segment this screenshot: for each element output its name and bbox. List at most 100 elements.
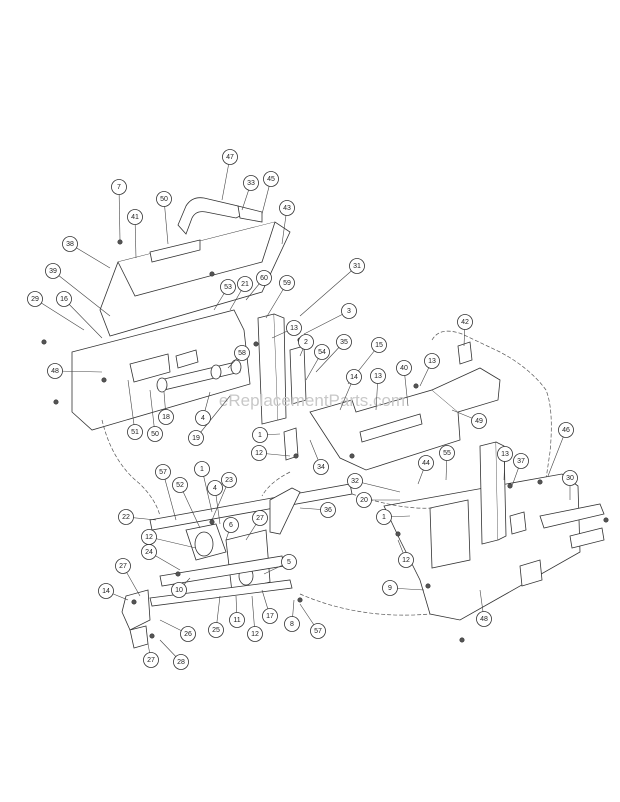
parts-artwork bbox=[41, 197, 609, 649]
callout-circle bbox=[424, 353, 440, 369]
callout-number: 4 bbox=[201, 415, 205, 422]
callout-number: 38 bbox=[66, 241, 74, 248]
callout-number: 13 bbox=[290, 325, 298, 332]
callout-circle bbox=[195, 410, 211, 426]
callout-circle bbox=[281, 554, 297, 570]
leader-line bbox=[303, 310, 350, 335]
callout-number: 31 bbox=[353, 263, 361, 270]
callout-number: 48 bbox=[51, 368, 59, 375]
callout-number: 18 bbox=[162, 414, 170, 421]
callout-circle bbox=[284, 616, 300, 632]
callout-number: 57 bbox=[159, 469, 167, 476]
callout-number: 39 bbox=[49, 268, 57, 275]
leader-line bbox=[299, 265, 358, 317]
leader-line bbox=[118, 186, 121, 241]
part-callout: 44 bbox=[418, 455, 434, 471]
callout-circle bbox=[262, 608, 278, 624]
part-callout: 34 bbox=[313, 459, 329, 475]
leader-line bbox=[195, 395, 231, 439]
callout-number: 3 bbox=[347, 308, 351, 315]
part-callout: 53 bbox=[220, 279, 236, 295]
part-callout: 16 bbox=[56, 291, 72, 307]
part-callout: 59 bbox=[279, 275, 295, 291]
callout-number: 12 bbox=[251, 631, 259, 638]
callout-circle bbox=[127, 424, 143, 440]
callout-circle bbox=[180, 626, 196, 642]
callout-circle bbox=[143, 652, 159, 668]
callout-number: 10 bbox=[175, 587, 183, 594]
callout-circle bbox=[558, 422, 574, 438]
part-callout: 48 bbox=[476, 611, 492, 627]
callout-circle bbox=[98, 583, 114, 599]
callout-circle bbox=[310, 623, 326, 639]
callout-number: 4 bbox=[213, 485, 217, 492]
callout-circle bbox=[221, 472, 237, 488]
callout-number: 43 bbox=[283, 205, 291, 212]
callout-number: 12 bbox=[145, 534, 153, 541]
part-callout: 51 bbox=[127, 424, 143, 440]
callout-circle bbox=[286, 320, 302, 336]
callout-number: 27 bbox=[119, 563, 127, 570]
callout-circle bbox=[313, 459, 329, 475]
part-callout: 49 bbox=[471, 413, 487, 429]
callout-circle bbox=[27, 291, 43, 307]
callout-number: 24 bbox=[145, 549, 153, 556]
callout-number: 37 bbox=[517, 458, 525, 465]
callout-number: 32 bbox=[351, 478, 359, 485]
callout-number: 53 bbox=[224, 284, 232, 291]
callout-circle bbox=[207, 480, 223, 496]
callout-number: 8 bbox=[290, 621, 294, 628]
callout-number: 20 bbox=[360, 497, 368, 504]
part-callout: 2 bbox=[298, 334, 314, 350]
callout-number: 46 bbox=[562, 427, 570, 434]
callout-number: 25 bbox=[212, 627, 220, 634]
callout-number: 51 bbox=[131, 429, 139, 436]
callout-circle bbox=[349, 258, 365, 274]
callout-number: 7 bbox=[117, 184, 121, 191]
leader-line bbox=[148, 536, 197, 549]
callout-circle bbox=[370, 368, 386, 384]
callout-number: 35 bbox=[340, 339, 348, 346]
callout-circle bbox=[347, 473, 363, 489]
callout-number: 12 bbox=[402, 557, 410, 564]
part-callout: 29 bbox=[27, 291, 43, 307]
part-callout: 42 bbox=[457, 314, 473, 330]
callout-circle bbox=[279, 200, 295, 216]
callout-number: 40 bbox=[400, 365, 408, 372]
callout-number: 30 bbox=[566, 475, 574, 482]
callout-number: 58 bbox=[238, 350, 246, 357]
callout-number: 21 bbox=[241, 281, 249, 288]
part-callout: 38 bbox=[62, 236, 78, 252]
callout-circle bbox=[172, 477, 188, 493]
leader-line bbox=[547, 429, 567, 477]
callout-circle bbox=[188, 430, 204, 446]
callout-number: 23 bbox=[225, 477, 233, 484]
leader-line bbox=[179, 484, 201, 529]
callout-circle bbox=[243, 175, 259, 191]
part-callout: 43 bbox=[279, 200, 295, 216]
part-callout: 52 bbox=[172, 477, 188, 493]
callout-number: 55 bbox=[443, 450, 451, 457]
callout-number: 45 bbox=[267, 176, 275, 183]
part-callout: 41 bbox=[127, 209, 143, 225]
part-callout: 36 bbox=[320, 502, 336, 518]
callout-circle bbox=[279, 275, 295, 291]
callout-number: 12 bbox=[255, 450, 263, 457]
part-callout: 39 bbox=[45, 263, 61, 279]
callout-circle bbox=[155, 464, 171, 480]
callout-circle bbox=[194, 461, 210, 477]
part-callout: 50 bbox=[147, 426, 163, 442]
callout-circle bbox=[252, 510, 268, 526]
part-callout: 46 bbox=[558, 422, 574, 438]
callout-number: 57 bbox=[314, 628, 322, 635]
callout-circle bbox=[263, 171, 279, 187]
part-callout: 55 bbox=[439, 445, 455, 461]
callout-circle bbox=[418, 455, 434, 471]
callout-circle bbox=[396, 360, 412, 376]
callout-number: 36 bbox=[324, 507, 332, 514]
callout-circle bbox=[208, 622, 224, 638]
callout-circle bbox=[471, 413, 487, 429]
callout-circle bbox=[171, 582, 187, 598]
part-callout: 4 bbox=[207, 480, 223, 496]
